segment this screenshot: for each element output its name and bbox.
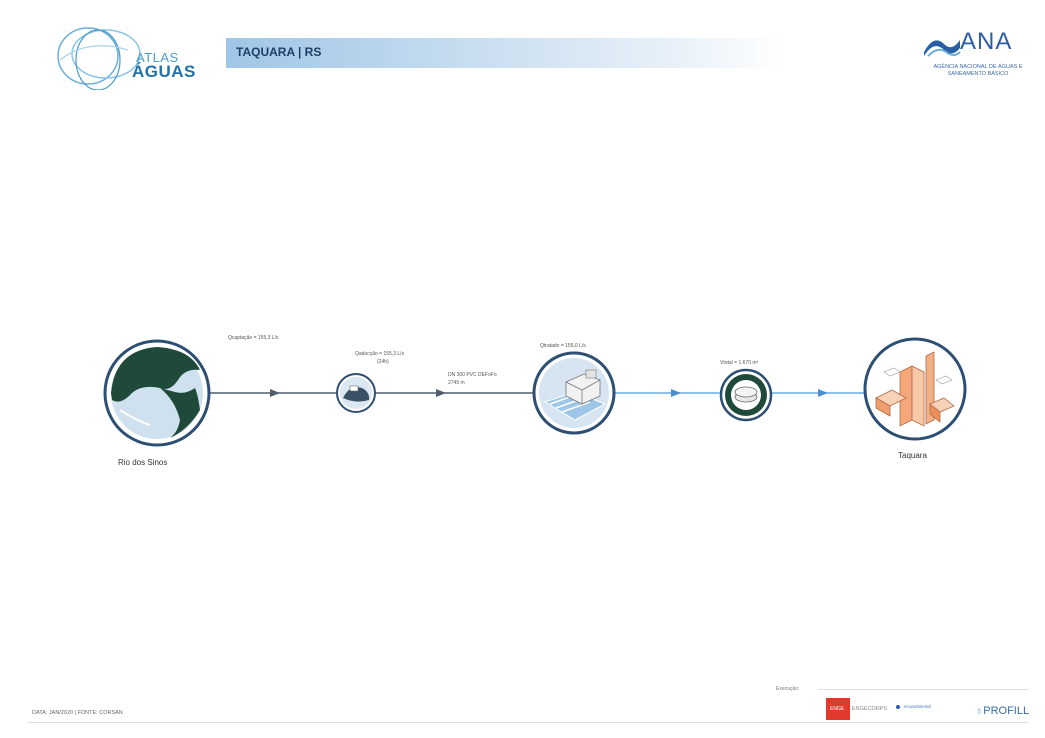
pump-flow-label: Qaducção = 155,3 L/s <box>355 351 405 357</box>
arrow-icon <box>436 389 446 397</box>
pump-station-node <box>336 373 376 413</box>
capture-flow-label: Qcaptação = 155,3 L/s <box>228 335 279 341</box>
atlas-aguas-logo: ATLAS ÁGUAS <box>48 20 218 90</box>
pipe-spec-label: DN 300 PVC DEFoFo <box>448 372 497 378</box>
atlas-logo-text-2: ÁGUAS <box>132 62 196 81</box>
atlas-logo-text-1: ATLAS <box>136 50 179 65</box>
pipe-length-label: 2745 m <box>448 380 465 386</box>
ana-logo: ANA AGÊNCIA NACIONAL DE ÁGUAS E SANEAMEN… <box>920 28 1035 88</box>
engecorps-logo-text: ENGE <box>830 706 845 712</box>
atlas-logo-rings-icon <box>57 27 141 90</box>
arrow-icon <box>270 389 280 397</box>
pump-hours-label: (24h) <box>377 359 389 365</box>
ana-wave-icon <box>924 40 961 57</box>
profill-name: PROFILL <box>983 705 1030 717</box>
treatment-flow-label: Qtratado = 155,0 L/s <box>540 343 586 349</box>
footer-divider <box>28 722 1028 723</box>
source-label: Rio dos Sinos <box>118 458 168 467</box>
ecoambiental-logo: ecoambiental <box>896 704 931 709</box>
treatment-plant-node <box>532 351 616 435</box>
profill-logo: ♁PROFILL <box>975 705 1029 717</box>
title-band <box>226 38 786 68</box>
arrow-icon <box>671 389 681 397</box>
profill-drop-icon: ♁ <box>975 705 984 717</box>
arrow-icon <box>818 389 828 397</box>
ecoambiental-dot-icon <box>896 704 900 709</box>
ana-logo-subtitle: AGÊNCIA NACIONAL DE ÁGUAS E SANEAMENTO B… <box>933 64 1023 77</box>
engecorps-name: ENGECORPS <box>852 706 888 712</box>
page-title: TAQUARA | RS <box>236 45 322 59</box>
reservoir-node <box>719 368 773 422</box>
execution-divider <box>818 689 1028 690</box>
execution-label: Execução: <box>776 686 800 692</box>
city-node <box>863 337 967 441</box>
engecorps-logo <box>826 698 850 720</box>
reservoir-volume-label: Vtotal = 1.670 m³ <box>720 360 759 366</box>
ana-logo-name: ANA <box>960 28 1013 55</box>
destination-label: Taquara <box>898 451 927 460</box>
footer-date-source: DATA: JAN/2020 | FONTE: CORSAN <box>32 710 123 716</box>
river-source-node <box>103 339 211 447</box>
ecoambiental-name: ecoambiental <box>904 704 931 709</box>
